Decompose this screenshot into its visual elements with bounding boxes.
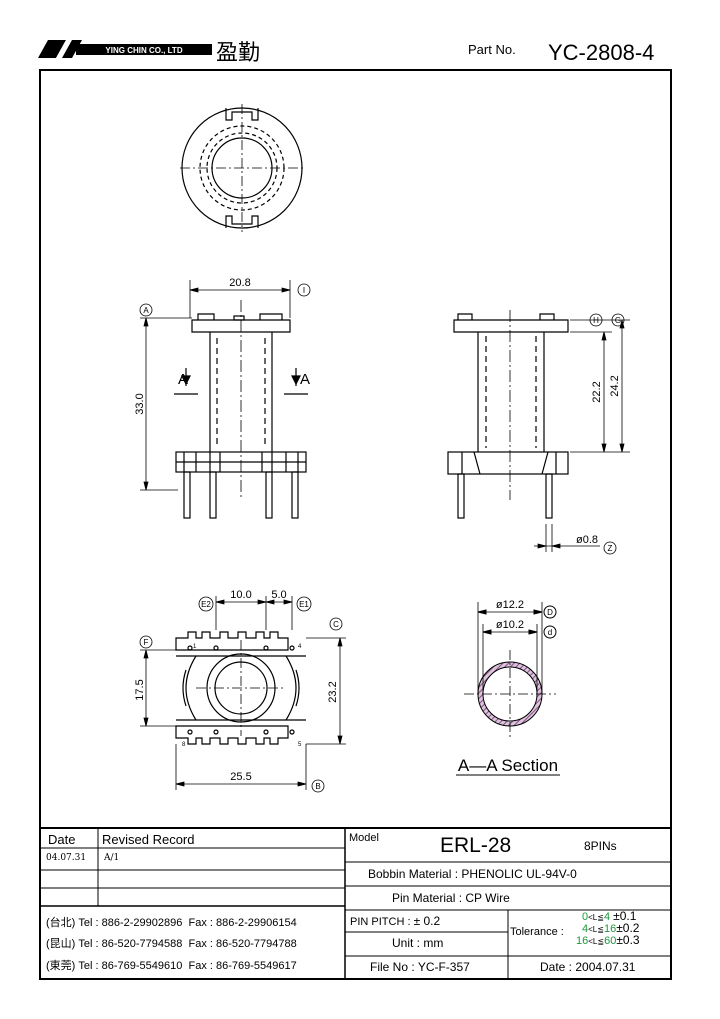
contact-tel: Tel : 86-520-7794588 bbox=[78, 938, 183, 950]
unit: Unit : mm bbox=[392, 936, 443, 950]
contact-city: (台北) bbox=[46, 917, 76, 929]
tolerance-range-high: 60 bbox=[604, 935, 617, 947]
ref-d-upper: D bbox=[547, 608, 553, 617]
pin-label: 1 bbox=[193, 644, 197, 650]
drawing-date: Date : 2004.07.31 bbox=[540, 960, 635, 974]
contact-tel: Tel : 886-2-29902896 bbox=[78, 917, 183, 929]
contact-fax: Fax : 86-769-5549617 bbox=[188, 960, 297, 972]
ref-d-lower: d bbox=[548, 628, 552, 637]
tolerance-row: 4<L≦16±0.2 bbox=[582, 921, 640, 935]
col-date-header: Date bbox=[48, 832, 76, 847]
dim-outer-dia: ø12.2 bbox=[496, 599, 524, 611]
sheet-border bbox=[39, 69, 672, 980]
pin-material-label: Pin Material : bbox=[392, 891, 463, 905]
section-mark-left: A bbox=[178, 371, 188, 388]
pin-count: 8PINs bbox=[584, 839, 617, 853]
title-block bbox=[40, 827, 671, 979]
contact-row: (台北) Tel : 886-2-29902896 Fax : 886-2-29… bbox=[46, 914, 297, 930]
revision-record: A/1 bbox=[104, 853, 120, 863]
side-view-dimensions bbox=[139, 280, 311, 491]
pin-pitch: PIN PITCH : ± 0.2 bbox=[350, 914, 440, 928]
top-view bbox=[180, 104, 304, 232]
company-name: YING CHIN CO., LTD bbox=[105, 46, 182, 55]
dim-24-2: 24.2 bbox=[609, 375, 621, 396]
ref-z: Z bbox=[608, 544, 613, 553]
ref-g: G bbox=[615, 316, 621, 325]
ref-f: F bbox=[144, 638, 149, 647]
tolerance-range-low: 0 bbox=[582, 911, 589, 923]
tolerance-label: Tolerance : bbox=[510, 926, 564, 938]
ref-c: C bbox=[333, 620, 339, 629]
ref-e1: E1 bbox=[299, 600, 309, 609]
dim-22-2: 22.2 bbox=[591, 381, 603, 402]
bottom-view-dimensions bbox=[139, 596, 346, 793]
part-no-label: Part No. bbox=[468, 42, 516, 57]
pitch-value: ± 0.2 bbox=[413, 914, 441, 928]
tolerance-range-high: 4 bbox=[603, 911, 611, 923]
section-title: A—A Section bbox=[458, 756, 558, 775]
tolerance-row: 16<L≦60±0.3 bbox=[576, 933, 640, 947]
pin-label: 8 bbox=[182, 742, 186, 748]
dim-height: 33.0 bbox=[134, 393, 146, 414]
bobbin-material: Bobbin Material : PHENOLIC UL-94V-0 bbox=[368, 867, 577, 881]
tolerance-range-high: 16 bbox=[603, 923, 617, 935]
ref-a: A bbox=[143, 306, 149, 315]
right-view-dimensions bbox=[534, 313, 630, 555]
bobbin-label: Bobbin Material : bbox=[368, 867, 459, 881]
bottom-view bbox=[175, 631, 306, 745]
file-label: File No : bbox=[370, 960, 415, 974]
dim-17-5: 17.5 bbox=[134, 679, 146, 700]
pin-diameter: ø0.8 bbox=[576, 534, 598, 546]
dim-23-2: 23.2 bbox=[327, 681, 339, 702]
pin-material: Pin Material : CP Wire bbox=[392, 891, 510, 905]
file-value: YC-F-357 bbox=[417, 960, 470, 974]
contact-row: (昆山) Tel : 86-520-7794588 Fax : 86-520-7… bbox=[46, 935, 297, 951]
tolerance-range-low: 16 bbox=[576, 935, 589, 947]
contact-row: (東莞) Tel : 86-769-5549610 Fax : 86-769-5… bbox=[46, 957, 297, 973]
contact-fax: Fax : 886-2-29906154 bbox=[188, 917, 297, 929]
contact-city: (東莞) bbox=[46, 960, 76, 972]
tolerance-value: ±0.1 bbox=[613, 909, 637, 923]
revision-date: 04.07.31 bbox=[46, 853, 87, 863]
date-label: Date : bbox=[540, 960, 573, 974]
ref-b: B bbox=[315, 782, 320, 791]
bobbin-value: PHENOLIC UL-94V-0 bbox=[461, 867, 577, 881]
dim-pitch-5: 5.0 bbox=[271, 589, 286, 601]
contact-city: (昆山) bbox=[46, 938, 76, 950]
part-no-value: YC-2808-4 bbox=[548, 40, 654, 65]
section-mark-right: A bbox=[300, 371, 310, 388]
ref-h: H bbox=[593, 316, 599, 325]
section-view bbox=[456, 602, 560, 776]
unit-label: Unit : bbox=[392, 936, 421, 950]
dim-25-5: 25.5 bbox=[230, 771, 251, 783]
pin-material-value: CP Wire bbox=[465, 891, 510, 905]
model-value: ERL-28 bbox=[440, 834, 512, 857]
pin-label: 5 bbox=[298, 742, 302, 748]
ref-i: I bbox=[303, 286, 305, 295]
pin-label: 4 bbox=[298, 644, 302, 650]
col-record-header: Revised Record bbox=[102, 832, 195, 847]
model-label: Model bbox=[349, 832, 379, 844]
tolerance-range-low: 4 bbox=[582, 923, 589, 935]
tolerance-value: ±0.2 bbox=[616, 921, 640, 935]
dim-inner-dia: ø10.2 bbox=[496, 619, 524, 631]
right-view bbox=[447, 310, 569, 519]
dim-pitch-10: 10.0 bbox=[230, 589, 251, 601]
tolerance-row: 0<L≦4 ±0.1 bbox=[582, 909, 637, 923]
contact-fax: Fax : 86-520-7794788 bbox=[188, 938, 297, 950]
company-chinese-name: 盈勤 bbox=[216, 41, 260, 66]
company-logo: YING CHIN CO., LTD 盈勤 bbox=[38, 40, 260, 66]
dim-width: 20.8 bbox=[229, 277, 250, 289]
date-value: 2004.07.31 bbox=[575, 960, 636, 974]
side-view bbox=[174, 300, 308, 519]
tolerance-value: ±0.3 bbox=[616, 933, 640, 947]
pitch-label: PIN PITCH : bbox=[350, 916, 411, 928]
unit-value: mm bbox=[423, 936, 444, 950]
contact-tel: Tel : 86-769-5549610 bbox=[78, 960, 183, 972]
ref-e2: E2 bbox=[201, 600, 211, 609]
file-no: File No : YC-F-357 bbox=[370, 960, 470, 974]
